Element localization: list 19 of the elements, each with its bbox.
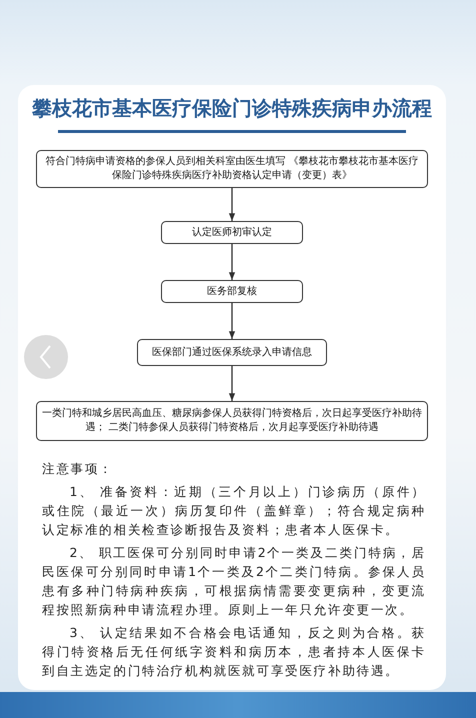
note-paragraph: 1、 准备资料：近期（三个月以上）门诊病历（原件）或住院（最近一次）病历复印件（盖鲜章）；符合规定病种认定标准的相关检查诊断报告及资料；患者本人医保卡。 (42, 483, 426, 539)
box-text: 一类门特和城乡居民高血压、糖尿病参保人员获得门特资格后，次日起享受医疗补助待遇； 二类门特参保人员获得门特资格后，次月起享受医疗补助待遇 (41, 407, 423, 435)
process-box (137, 339, 327, 366)
process-box (161, 221, 303, 244)
note-paragraph: 2、 职工医保可分别同时申请2个一类及二类门特病，居民医保可分别同时申请1个一类及2个二类门特病。参保人员患有多种门特病种疾病，可根据病情需要变更病种，变更流程按照新病种申请流程办理。原则上一年只允许变更一次。 (42, 544, 426, 619)
arrow (228, 366, 236, 401)
box-text: 符合门特病申请资格的参保人员到相关科室由医生填写 《攀枝花市攀枝花市基本医疗保险门诊特殊疾病医疗补助资格认定申请（变更）表》 (44, 155, 420, 183)
box-text: 认定医师初审认定 (192, 226, 272, 240)
process-box (161, 280, 303, 303)
title: 攀枝花市基本医疗保险门诊特殊疾病申办流程 (31, 95, 433, 122)
notes-heading: 注意事项： (42, 460, 114, 478)
process-box (36, 401, 428, 441)
process-box (36, 150, 428, 188)
arrow (228, 303, 236, 339)
box-text: 医保部门通过医保系统录入申请信息 (152, 346, 312, 360)
arrow (228, 188, 236, 221)
note-paragraph: 3、 认定结果如不合格会电话通知，反之则为合格。获得门特资格后无任何纸字资料和病历本，患者持本人医保卡到自主选定的门特治疗机构就医就可享受医疗补助待遇。 (42, 624, 426, 680)
box-text: 医务部复核 (207, 284, 257, 298)
arrow (228, 244, 236, 280)
